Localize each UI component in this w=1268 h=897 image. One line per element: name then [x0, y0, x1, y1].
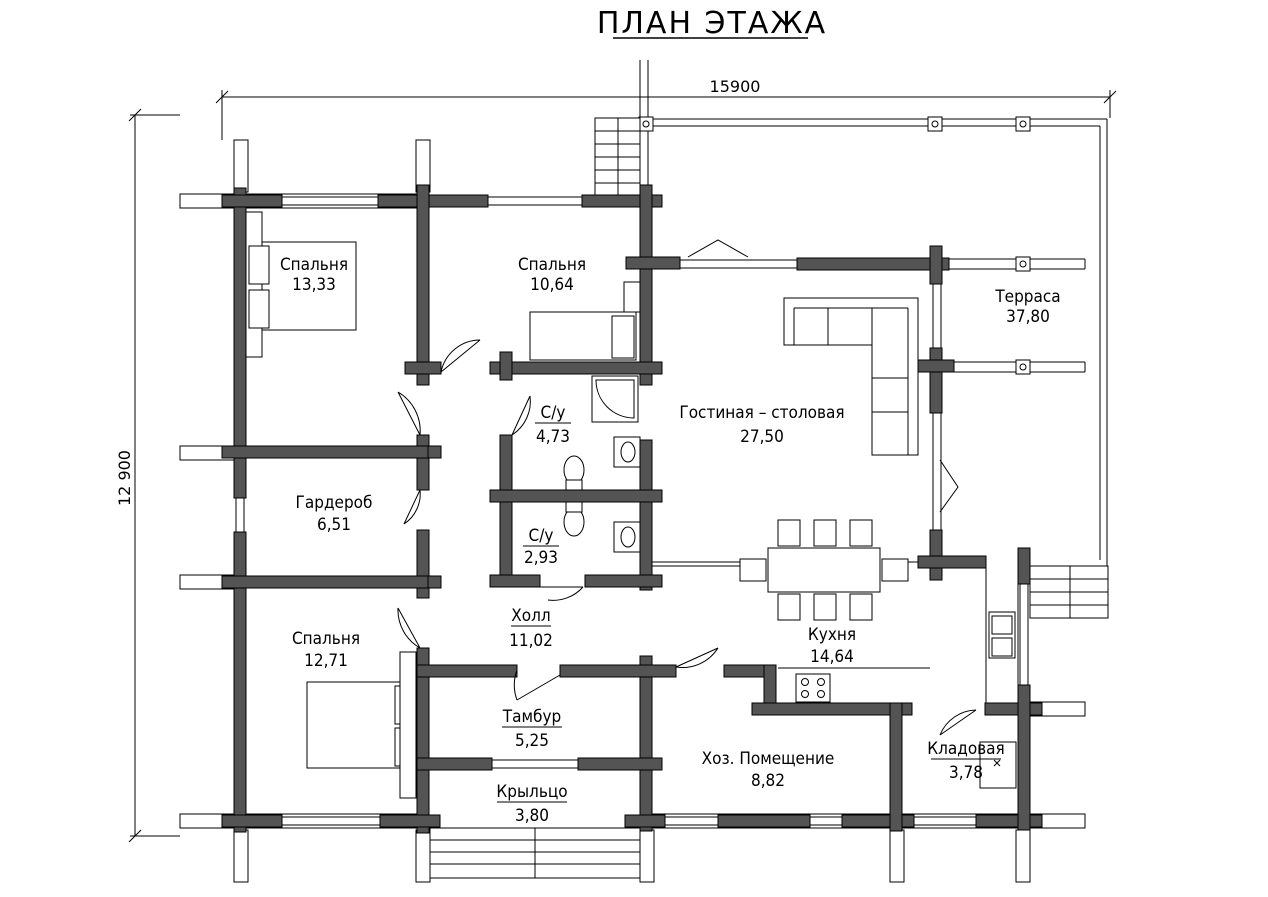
- terrace-outline: [638, 60, 1108, 566]
- dimension-width: 15900: [215, 77, 1117, 140]
- svg-text:27,50: 27,50: [740, 427, 784, 447]
- room-label: С/у 2,93: [523, 526, 559, 568]
- windows: [235, 196, 1029, 826]
- bath-fixtures: [563, 375, 641, 553]
- bed-2: [529, 281, 641, 361]
- plan-title: ПЛАН ЭТАЖА: [597, 6, 827, 41]
- room-label: Гардероб 6,51: [296, 493, 373, 535]
- bed-1: [245, 211, 357, 358]
- svg-text:Тамбур: Тамбур: [502, 707, 561, 727]
- svg-text:С/у: С/у: [529, 526, 554, 546]
- dimension-height-label: 12 900: [115, 450, 134, 506]
- svg-text:3,80: 3,80: [515, 806, 549, 826]
- storage-fixtures: [979, 741, 1017, 789]
- svg-text:Гостиная – столовая: Гостиная – столовая: [679, 403, 844, 423]
- svg-text:11,02: 11,02: [509, 631, 553, 651]
- room-label: Гостиная – столовая 27,50: [679, 403, 844, 447]
- svg-text:12,71: 12,71: [304, 651, 348, 671]
- stairs-top: [594, 117, 641, 197]
- svg-text:2,93: 2,93: [524, 548, 558, 568]
- room-label: Хоз. Помещение 8,82: [702, 749, 835, 791]
- dimension-height: 12 900: [115, 108, 180, 843]
- room-label: Тамбур 5,25: [502, 707, 562, 751]
- room-label: Холл 11,02: [509, 606, 553, 651]
- dining-table: [739, 519, 909, 621]
- svg-text:6,51: 6,51: [317, 515, 351, 535]
- svg-text:Холл: Холл: [511, 606, 550, 626]
- room-label: Спальня 10,64: [518, 255, 586, 295]
- room-label: Кухня 14,64: [808, 625, 856, 667]
- svg-text:14,64: 14,64: [810, 647, 854, 667]
- svg-text:Спальня: Спальня: [292, 629, 360, 649]
- room-label: Терраса 37,80: [994, 287, 1060, 327]
- svg-text:Кладовая: Кладовая: [927, 739, 1005, 759]
- svg-text:4,73: 4,73: [536, 427, 570, 447]
- room-label: Спальня 13,33: [280, 255, 348, 295]
- room-label: Спальня 12,71: [292, 629, 360, 671]
- svg-text:С/у: С/у: [541, 403, 566, 423]
- svg-text:37,80: 37,80: [1006, 307, 1050, 327]
- room-label: Кладовая 3,78: [927, 739, 1005, 783]
- svg-text:Кухня: Кухня: [808, 625, 856, 645]
- svg-text:8,82: 8,82: [751, 771, 785, 791]
- bed-3: [306, 651, 417, 799]
- svg-text:Спальня: Спальня: [518, 255, 586, 275]
- dimension-width-label: 15900: [710, 77, 761, 96]
- svg-text:10,64: 10,64: [530, 275, 574, 295]
- svg-text:Спальня: Спальня: [280, 255, 348, 275]
- sofa: [783, 297, 919, 456]
- room-label: С/у 4,73: [535, 403, 571, 447]
- svg-text:Гардероб: Гардероб: [296, 493, 373, 513]
- svg-text:Терраса: Терраса: [994, 287, 1060, 307]
- stairs-terrace: [1029, 565, 1109, 619]
- kitchen-fixtures: [795, 611, 1016, 703]
- walls: [221, 184, 1043, 834]
- doors: [397, 239, 977, 736]
- svg-text:13,33: 13,33: [292, 275, 336, 295]
- svg-text:3,78: 3,78: [949, 763, 983, 783]
- stairs-porch: [429, 827, 641, 879]
- svg-text:5,25: 5,25: [515, 731, 549, 751]
- room-label: Крыльцо 3,80: [496, 782, 567, 826]
- svg-text:Крыльцо: Крыльцо: [496, 782, 567, 802]
- svg-text:Хоз. Помещение: Хоз. Помещение: [702, 749, 835, 769]
